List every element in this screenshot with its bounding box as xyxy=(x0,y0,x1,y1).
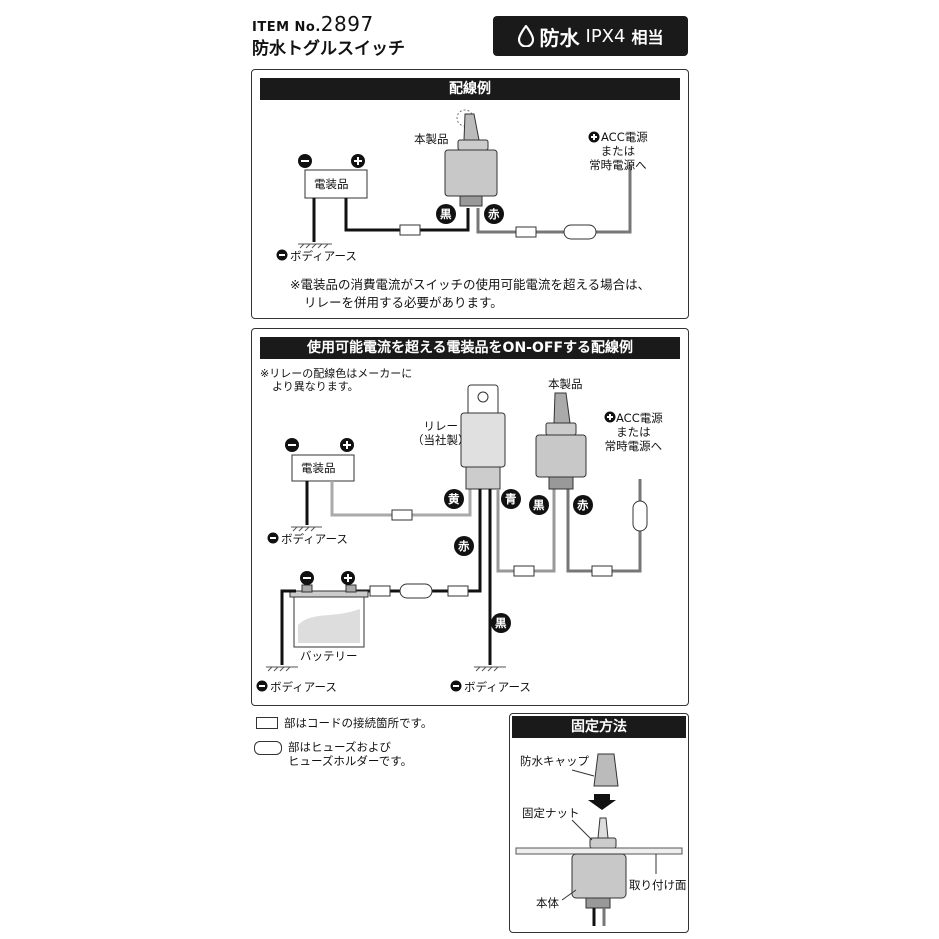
fixing-nut xyxy=(589,837,617,849)
wire-label-black-relay: 黒 xyxy=(495,616,507,630)
device-label: 電装品 xyxy=(314,177,349,191)
wire-label-red-relay: 赤 xyxy=(458,539,470,553)
device-box xyxy=(304,169,368,199)
wire-label-blue: 青 xyxy=(505,492,517,506)
panel-wiring-example-title: 配線例 xyxy=(260,78,680,100)
acc-line1: ACC電源 xyxy=(616,411,663,425)
ground-symbol xyxy=(291,526,322,532)
panel1-note-line2: リレーを併用する必要があります。 xyxy=(304,295,503,310)
ground-symbol xyxy=(474,666,506,672)
panel-relay-wiring: 使用可能電流を超える電装品をON-OFFする配線例 xyxy=(251,328,689,706)
panel2-note-line2: より異なります。 xyxy=(272,380,359,393)
panel-wiring-example: 配線例 xyxy=(251,69,689,319)
wiring-diagram-relay xyxy=(256,384,648,692)
surface-label: 取り付け面 xyxy=(629,878,687,892)
relay xyxy=(460,384,506,490)
body-earth-relay: ボディアース xyxy=(464,680,531,694)
product-label: 本製品 xyxy=(414,132,449,146)
wire-badge-red xyxy=(484,204,504,224)
acc-line1: ACC電源 xyxy=(601,130,648,144)
wire-label-red: 赤 xyxy=(577,498,589,512)
fuse-holder xyxy=(399,583,433,599)
fuse-holder xyxy=(632,500,648,532)
panel-relay-wiring-title: 使用可能電流を超える電装品をON-OFFする配線例 xyxy=(260,337,680,359)
panel2-note: ※リレーの配線色はメーカーに より異なります。 xyxy=(260,367,412,393)
wire-badge-black-relay xyxy=(491,613,511,633)
badge-rating: IPX4 xyxy=(585,25,626,47)
connector xyxy=(391,509,413,521)
panel2-note-line1: ※リレーの配線色はメーカーに xyxy=(260,367,413,380)
body-earth-device: ボディアース xyxy=(281,532,348,546)
product-name: 防水トグルスイッチ xyxy=(252,39,405,59)
battery-label: バッテリー xyxy=(300,649,358,663)
connector xyxy=(369,585,391,597)
wire-badge-red-relay xyxy=(454,536,474,556)
legend-fuse: 部はヒューズおよび ヒューズホルダーです。 xyxy=(254,740,412,768)
wire-badge-red xyxy=(573,495,593,515)
device-box xyxy=(291,454,355,482)
ground-symbol xyxy=(266,666,298,672)
connector xyxy=(447,585,469,597)
badge-suffix: 相当 xyxy=(631,28,664,47)
relay-line2: （当社製） xyxy=(412,433,470,447)
device-label: 電装品 xyxy=(301,461,336,475)
wiring-diagram-simple xyxy=(276,109,632,261)
fuse-icon xyxy=(254,741,282,755)
nut-label: 固定ナット xyxy=(522,806,580,820)
wire-label-yellow: 黄 xyxy=(448,492,460,506)
item-number-value: 2897 xyxy=(320,12,374,36)
wire-badge-blue xyxy=(501,489,521,509)
waterproof-cap xyxy=(593,753,619,787)
acc-label: ACC電源 または 常時電源へ xyxy=(604,411,663,453)
connector xyxy=(591,565,613,577)
item-prefix: ITEM No. xyxy=(252,20,321,35)
legend-connector: 部はコードの接続箇所です。 xyxy=(256,716,432,730)
panel1-note: ※電装品の消費電流がスイッチの使用可能電流を超える場合は、 リレーを併用する必要… xyxy=(290,276,650,312)
wire-label-black: 黒 xyxy=(533,498,545,512)
badge-main: 防水 xyxy=(539,25,580,50)
product-label: 本製品 xyxy=(548,377,583,391)
body-earth-label: ボディアース xyxy=(290,249,357,263)
legend-connector-text: 部はコードの接続箇所です。 xyxy=(284,716,433,730)
acc-line2: または xyxy=(616,425,651,439)
legend-fuse-line2: ヒューズホルダーです。 xyxy=(288,754,413,768)
wire-badge-black xyxy=(436,204,456,224)
acc-line2: または xyxy=(600,144,636,158)
body-label: 本体 xyxy=(536,896,559,910)
connector xyxy=(399,224,421,236)
toggle-switch xyxy=(535,392,587,490)
legend-fuse-text: 部はヒューズおよび ヒューズホルダーです。 xyxy=(288,740,412,768)
panel-mounting-method: 固定方法 防水キャップ 固定ナット 取り付け面 本体 xyxy=(509,713,689,933)
acc-line3: 常時電源へ xyxy=(604,439,663,453)
item-number: ITEM No.2897 xyxy=(252,12,374,36)
mounting-surface xyxy=(515,847,683,855)
waterproof-badge: 防水 IPX4 相当 xyxy=(493,16,688,56)
panel-mounting-title: 固定方法 xyxy=(512,716,686,738)
wire-badge-black xyxy=(529,495,549,515)
legend-fuse-line1: 部はヒューズおよび xyxy=(288,740,391,754)
arrow-down-icon xyxy=(588,794,616,810)
wire-badge-yellow xyxy=(444,489,464,509)
mounting-diagram xyxy=(515,753,683,926)
relay-line1: リレー xyxy=(423,419,459,433)
panel1-note-line1: ※電装品の消費電流がスイッチの使用可能電流を超える場合は、 xyxy=(290,277,651,292)
cap-label: 防水キャップ xyxy=(520,754,589,768)
acc-label: ACC電源 または 常時電源へ xyxy=(588,130,648,172)
connector xyxy=(515,226,537,238)
battery-icon xyxy=(289,584,369,648)
water-drop-icon xyxy=(517,25,534,47)
fuse-holder xyxy=(563,224,597,240)
switch-body xyxy=(571,853,627,899)
connector-icon xyxy=(256,717,278,729)
wire-label-red: 赤 xyxy=(488,207,500,221)
connector xyxy=(513,565,535,577)
toggle-switch xyxy=(444,109,498,207)
ground-symbol xyxy=(298,243,332,249)
wire-label-black: 黒 xyxy=(440,207,452,221)
body-earth-battery: ボディアース xyxy=(270,680,337,694)
relay-label: リレー （当社製） xyxy=(412,419,470,447)
acc-line3: 常時電源へ xyxy=(589,158,647,172)
